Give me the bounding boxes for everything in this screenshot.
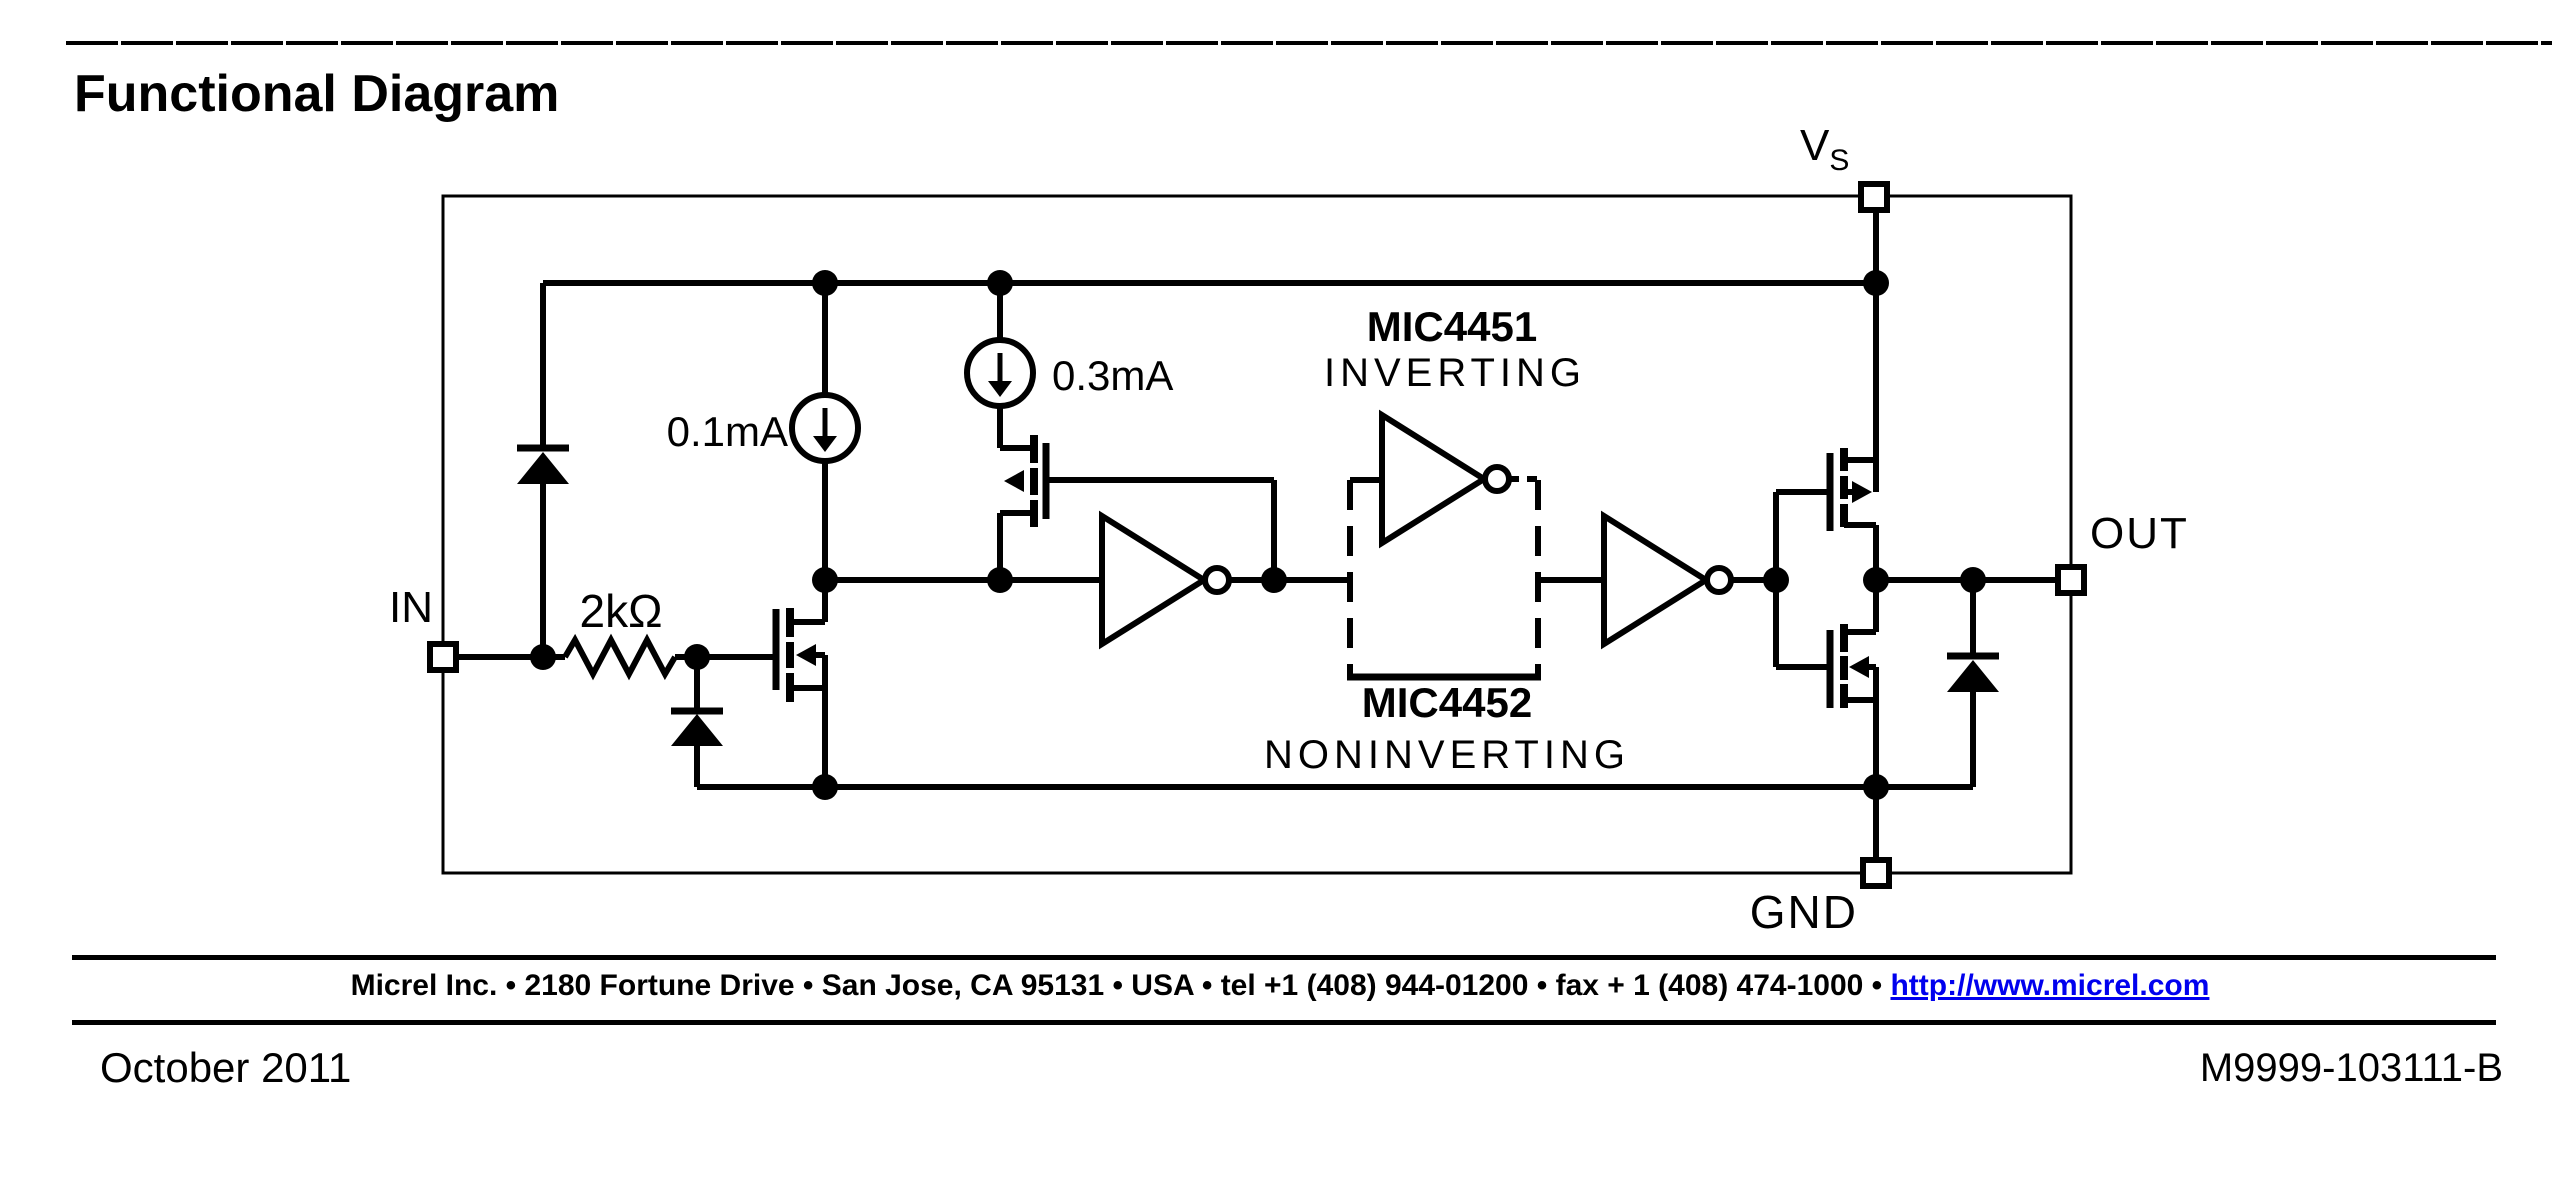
junction-dot	[812, 567, 838, 593]
in-terminal	[427, 641, 459, 673]
cs2-arrow-down-icon	[988, 381, 1012, 397]
micrel-link[interactable]: http://www.micrel.com	[1890, 969, 2210, 1002]
second-inverter-bubble	[1704, 565, 1734, 595]
junction-dot	[987, 567, 1013, 593]
junction-dot	[684, 644, 710, 670]
vs-terminal	[1858, 181, 1890, 213]
input-mosfet-leads	[790, 580, 828, 787]
junction-dot	[812, 270, 838, 296]
circuit-wires	[454, 210, 2058, 860]
optional-inverter-triangle	[1379, 409, 1490, 549]
part1-mode-label: INVERTING	[1324, 351, 1586, 395]
in-label: IN	[389, 583, 433, 632]
junction-dot	[1863, 567, 1889, 593]
document-number: M9999-103111-B	[2199, 1046, 2503, 1090]
output-nmos-arrow-icon	[1849, 656, 1869, 678]
part1-name-label: MIC4451	[1367, 303, 1537, 350]
vs-label: VS	[1800, 121, 1849, 177]
junction-dot	[1960, 567, 1986, 593]
top-horizontal-rule	[66, 41, 2552, 45]
clamp-diode-icon	[671, 714, 723, 746]
part2-name-label: MIC4452	[1362, 679, 1532, 726]
gnd-terminal	[1860, 857, 1892, 889]
footer-rule-bottom	[72, 1020, 2496, 1025]
junction-dot	[1863, 774, 1889, 800]
output-nmos-leads	[1844, 629, 1876, 703]
out-terminal	[2055, 564, 2087, 596]
cs2-label: 0.3mA	[1052, 352, 1173, 399]
feedback-gate-wire	[1046, 477, 1277, 580]
feedback-pmos-arrow-icon	[1004, 470, 1024, 492]
mosfet-arrows	[796, 470, 1872, 678]
first-inverter-bubble	[1202, 565, 1232, 595]
resistor-label: 2kΩ	[580, 585, 663, 637]
device-boundary-box	[441, 194, 2073, 875]
junction-dot	[812, 774, 838, 800]
diagram-labels: VS IN OUT GND 2kΩ 0.1mA 0.3mA MIC4451 IN…	[389, 121, 2189, 938]
mosfet-bars	[697, 435, 1848, 708]
second-inverter-triangle	[1601, 510, 1712, 650]
pin-terminals	[427, 181, 2087, 889]
out-label: OUT	[2090, 509, 2189, 558]
footer-company-text: Micrel Inc. • 2180 Fortune Drive • San J…	[350, 969, 1891, 1002]
optional-inverter-bubble	[1482, 464, 1512, 494]
current-sources	[789, 337, 1036, 464]
first-inverter-triangle	[1099, 510, 1210, 650]
cs2-column-wire	[997, 283, 1032, 580]
resistor-zigzag	[562, 633, 678, 681]
footer-rule-top	[72, 955, 2496, 960]
junction-dots	[530, 270, 1986, 800]
junction-dot	[530, 644, 556, 670]
diodes	[517, 444, 1999, 746]
gnd-label: GND	[1750, 886, 1858, 938]
input-diode-icon	[517, 452, 569, 484]
cs1-label: 0.1mA	[667, 408, 788, 455]
footer-address-line: Micrel Inc. • 2180 Fortune Drive • San J…	[0, 969, 2560, 1003]
page-title: Functional Diagram	[74, 65, 560, 123]
cs1-arrow-down-icon	[813, 436, 837, 452]
input-mosfet-arrow-icon	[796, 644, 816, 666]
part2-mode-label: NONINVERTING	[1264, 733, 1630, 777]
release-date: October 2011	[100, 1044, 352, 1091]
ground-rail-wire	[697, 692, 1976, 790]
logic-gates	[1099, 409, 1734, 650]
junction-dot	[1763, 567, 1789, 593]
junction-dot	[1863, 270, 1889, 296]
output-pmos-arrow-icon	[1852, 481, 1872, 503]
output-diode-icon	[1947, 660, 1999, 692]
junction-dot	[987, 270, 1013, 296]
option-box	[1347, 476, 1541, 681]
junction-dot	[1261, 567, 1287, 593]
